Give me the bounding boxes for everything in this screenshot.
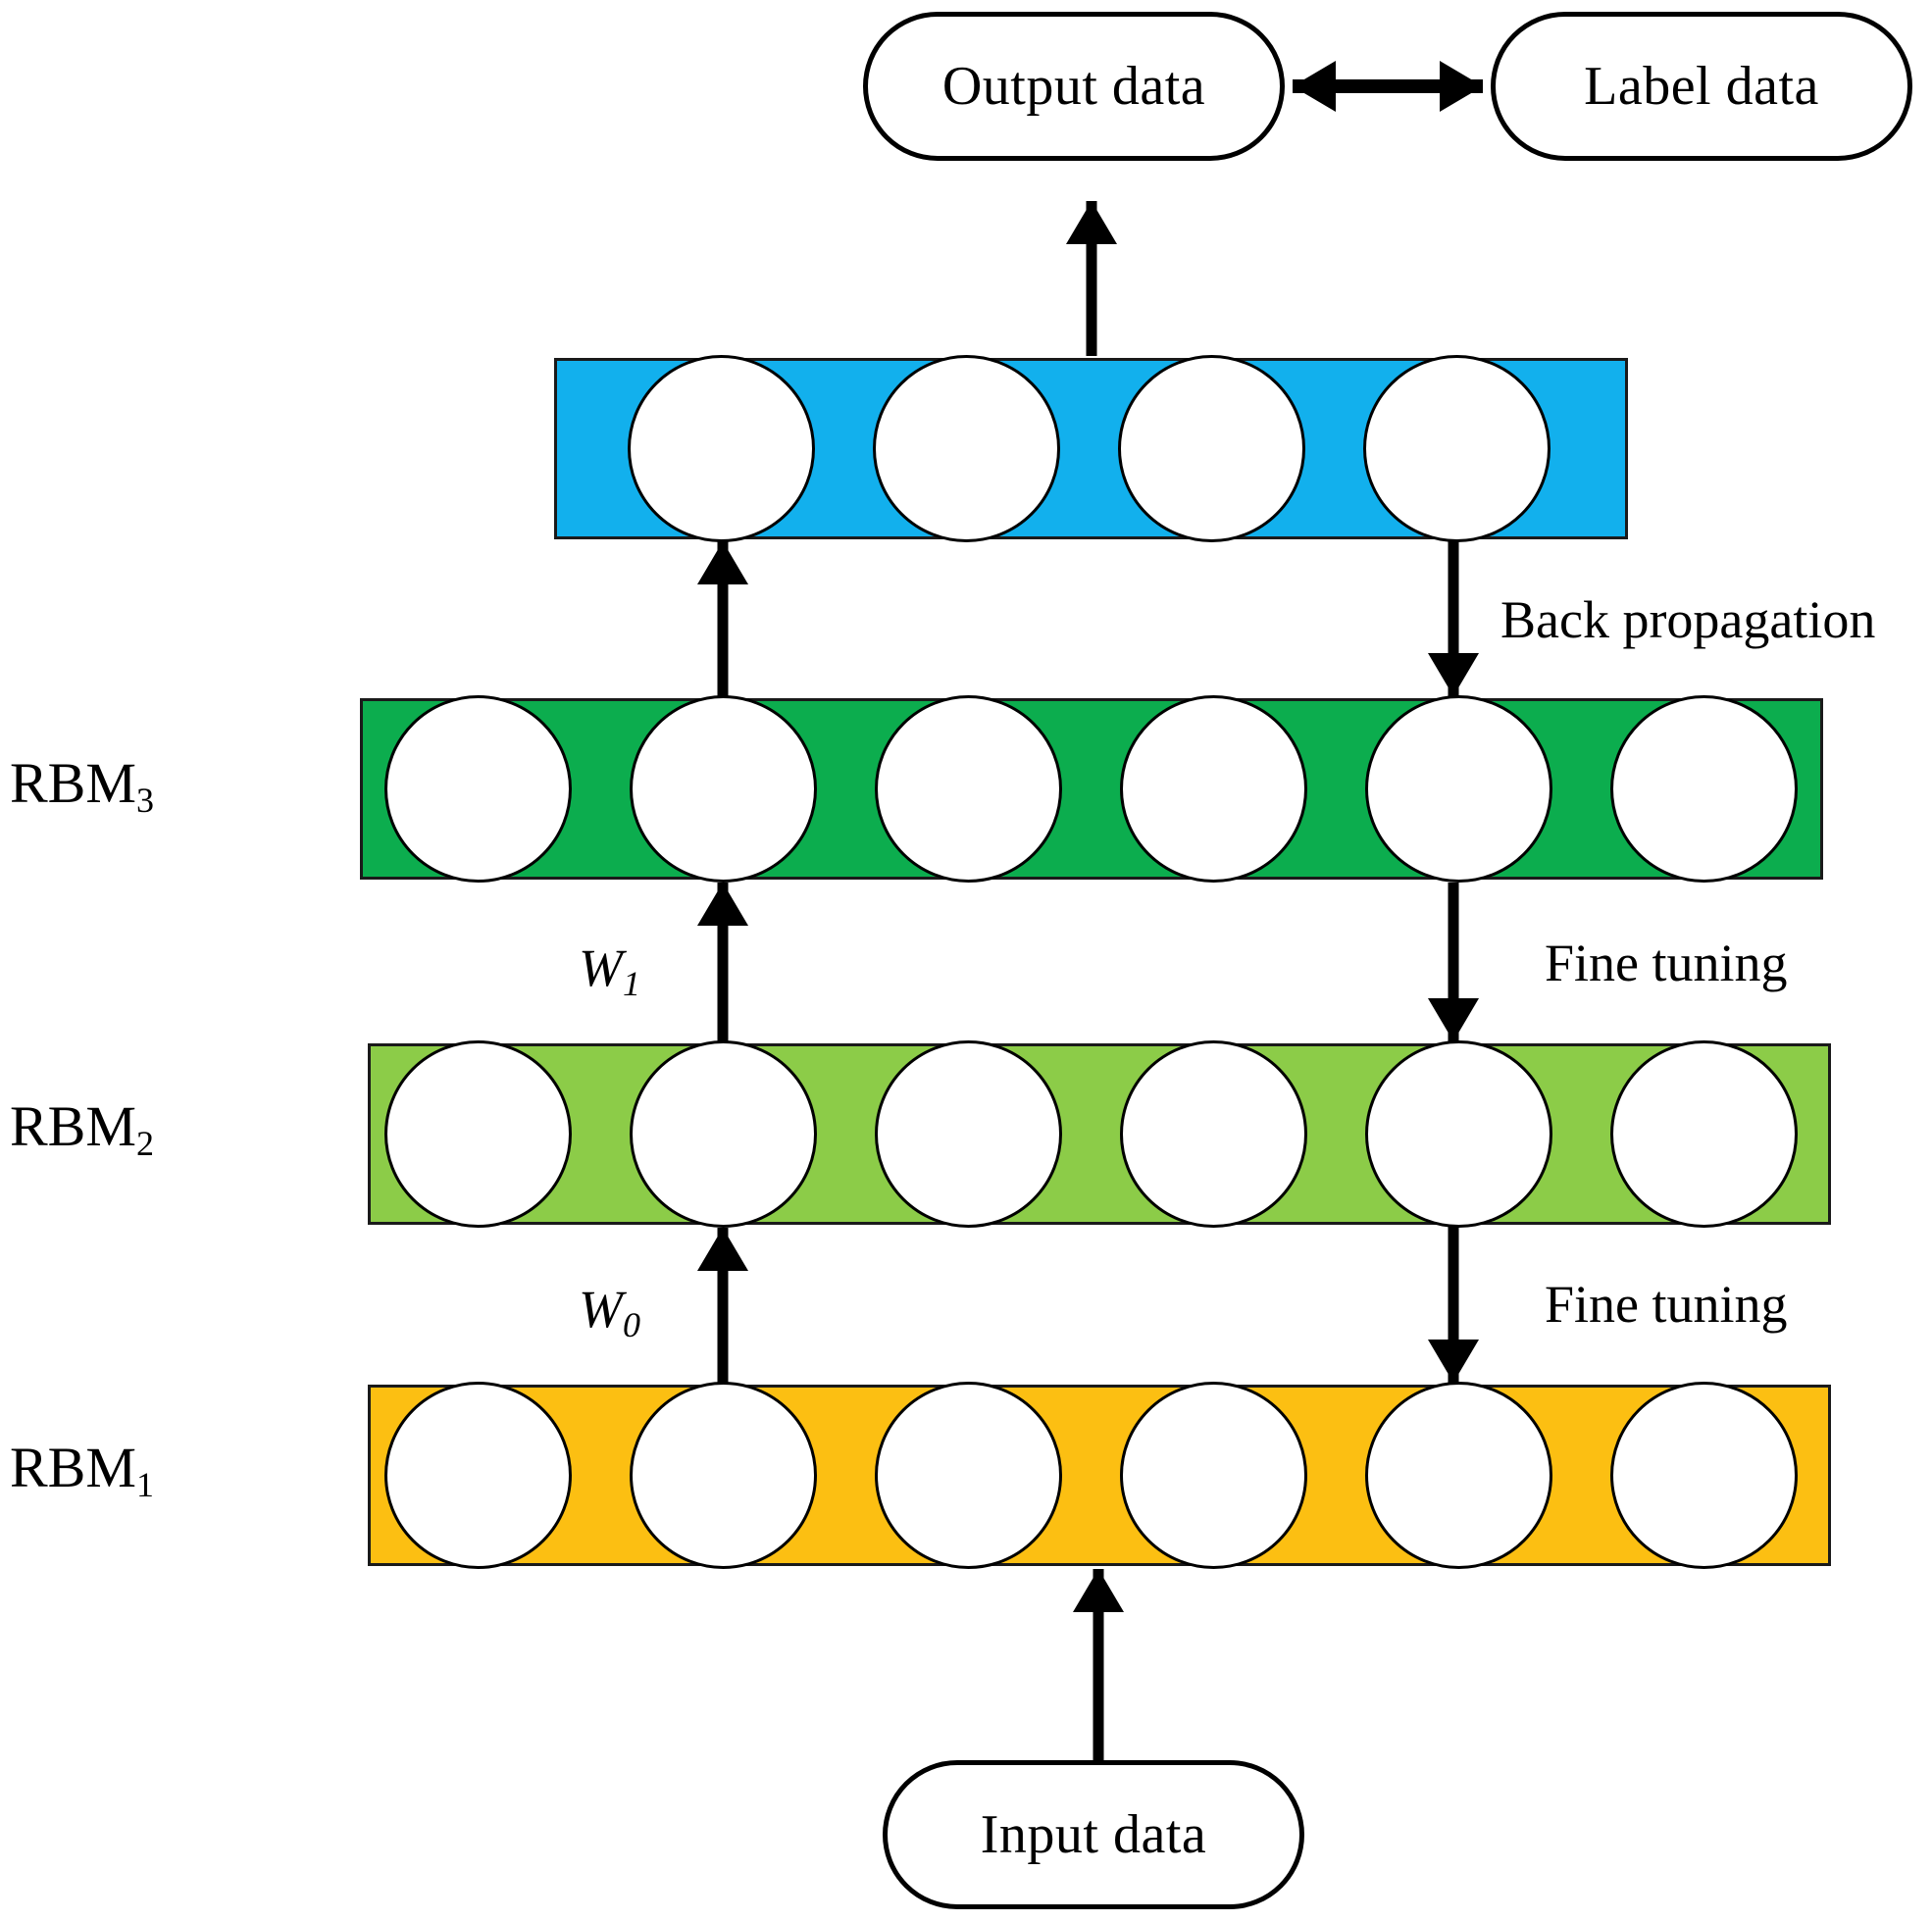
unit-circle[interactable]	[1119, 695, 1307, 883]
side-label-subscript: 2	[135, 1124, 154, 1163]
output-layer-to-output-data-arrow	[1066, 201, 1117, 356]
unit-circle[interactable]	[1117, 355, 1305, 542]
unit-circle[interactable]	[874, 1040, 1062, 1228]
unit-circle[interactable]	[629, 1382, 817, 1569]
unit-circle[interactable]	[872, 355, 1060, 542]
unit-circle[interactable]	[383, 1040, 572, 1228]
input-data-node[interactable]: Input data	[883, 1760, 1304, 1909]
rbm3-side-label: RBM3	[10, 755, 154, 819]
rbm3-to-output-layer-arrow	[697, 541, 748, 696]
unit-circle[interactable]	[1364, 1382, 1552, 1569]
fine-tuning-lower-arrow	[1428, 1226, 1479, 1383]
rbm1-side-label: RBM1	[10, 1440, 154, 1503]
arrow-head	[1428, 1340, 1479, 1383]
arrow-head	[1073, 1569, 1124, 1612]
arrow-head	[1066, 201, 1117, 244]
arrow-head	[1428, 998, 1479, 1041]
arrow-head	[1293, 61, 1336, 112]
unit-circle[interactable]	[1119, 1382, 1307, 1569]
unit-circle[interactable]	[1609, 1040, 1798, 1228]
output-label-compare-arrow	[1293, 61, 1483, 112]
side-label-text: RBM	[10, 751, 136, 815]
unit-circle[interactable]	[629, 1040, 817, 1228]
weight-label-subscript: 0	[622, 1305, 640, 1344]
unit-circle[interactable]	[1119, 1040, 1307, 1228]
rbm1-layer-bar[interactable]	[368, 1385, 1831, 1566]
label-data-node[interactable]: Label data	[1491, 12, 1912, 161]
weight-label-subscript: 1	[622, 964, 640, 1003]
rbm2-layer-bar[interactable]	[368, 1043, 1831, 1225]
fine-tuning-upper-label: Fine tuning	[1545, 934, 1788, 992]
side-label-subscript: 1	[135, 1465, 154, 1504]
unit-circle[interactable]	[629, 695, 817, 883]
unit-circle[interactable]	[1364, 1040, 1552, 1228]
input-data-label: Input data	[980, 1804, 1207, 1865]
fine-tuning-upper-arrow	[1428, 883, 1479, 1041]
rbm2-to-rbm3-arrow	[697, 883, 748, 1041]
unit-circle[interactable]	[1362, 355, 1551, 542]
output-data-label: Output data	[941, 56, 1206, 117]
unit-circle[interactable]	[627, 355, 815, 542]
side-label-text: RBM	[10, 1094, 136, 1158]
output-data-node[interactable]: Output data	[863, 12, 1285, 161]
rbm2-side-label: RBM2	[10, 1098, 154, 1162]
fine-tuning-lower-label: Fine tuning	[1545, 1275, 1788, 1334]
rbm3-layer-bar[interactable]	[360, 698, 1823, 880]
unit-circle[interactable]	[1609, 695, 1798, 883]
label-data-label: Label data	[1584, 56, 1819, 117]
input-to-rbm1-arrow	[1073, 1569, 1124, 1760]
arrow-head	[697, 883, 748, 926]
arrow-head	[697, 541, 748, 584]
back-propagation-arrow	[1428, 541, 1479, 696]
arrow-head	[1428, 653, 1479, 696]
weight-w0-label: W0	[579, 1280, 640, 1342]
arrow-head	[697, 1228, 748, 1271]
weight-label-text: W	[579, 1280, 623, 1339]
unit-circle[interactable]	[874, 1382, 1062, 1569]
side-label-subscript: 3	[135, 781, 154, 820]
unit-circle[interactable]	[383, 1382, 572, 1569]
unit-circle[interactable]	[1364, 695, 1552, 883]
unit-circle[interactable]	[383, 695, 572, 883]
arrow-head	[1440, 61, 1483, 112]
weight-w1-label: W1	[579, 938, 640, 1001]
unit-circle[interactable]	[1609, 1382, 1798, 1569]
side-label-text: RBM	[10, 1436, 136, 1499]
unit-circle[interactable]	[874, 695, 1062, 883]
rbm1-to-rbm2-arrow	[697, 1228, 748, 1383]
back-propagation-label: Back propagation	[1500, 590, 1876, 649]
weight-label-text: W	[579, 938, 623, 997]
